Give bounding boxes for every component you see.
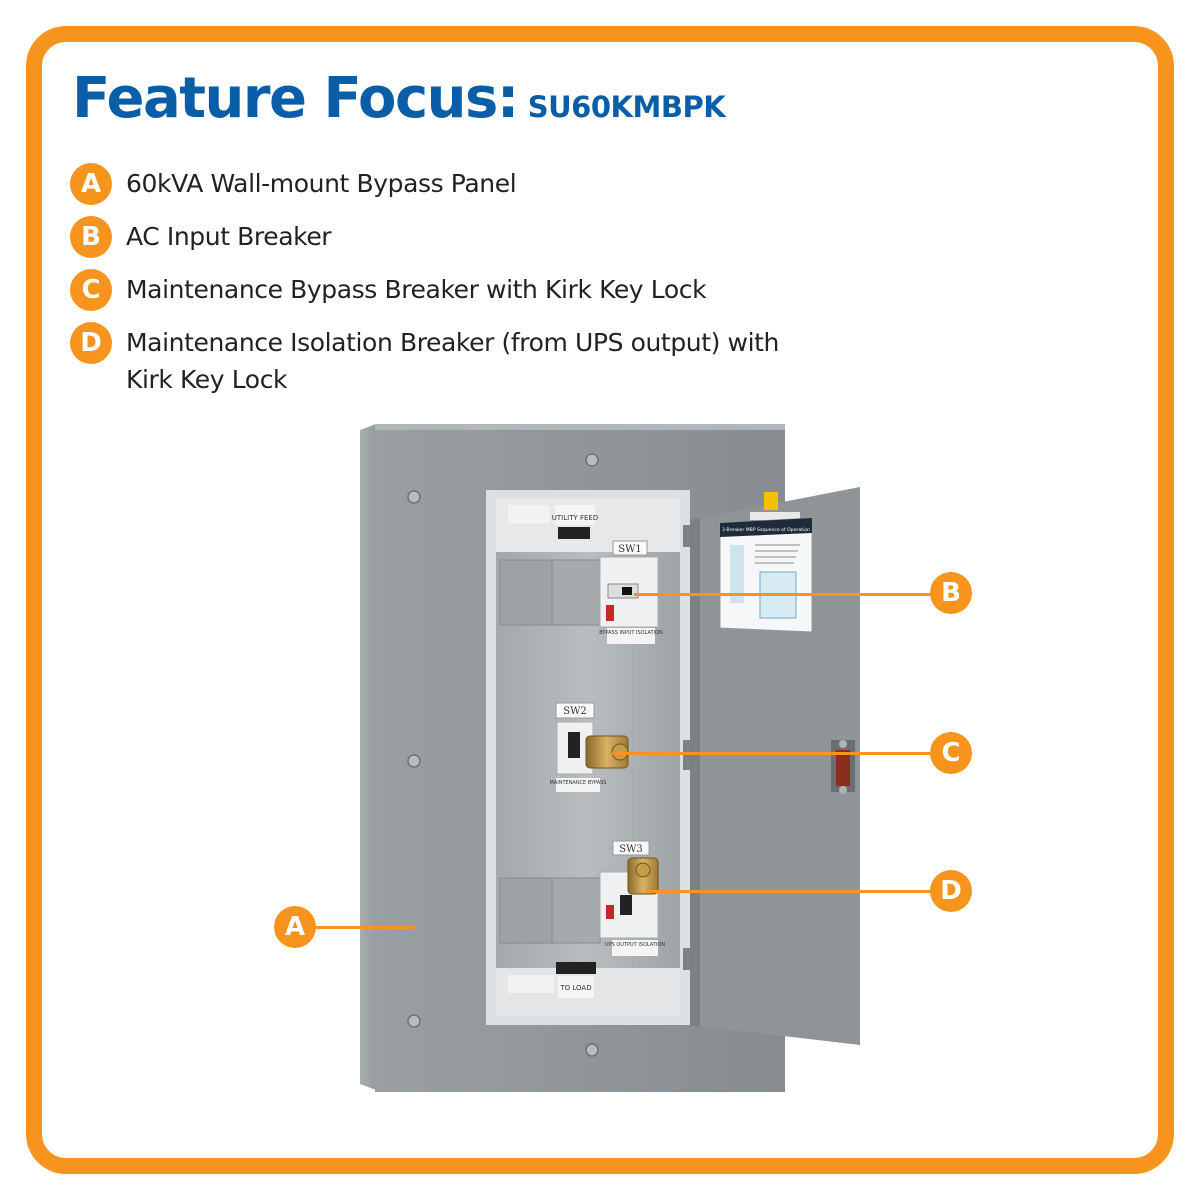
feature-text-a: 60kVA Wall-mount Bypass Panel: [126, 169, 517, 198]
feature-item-b: B AC Input Breaker: [70, 216, 830, 258]
sw3-label: SW3: [619, 844, 643, 855]
utility-feed-label: UTILITY FEED: [552, 514, 598, 522]
feature-badge-c: C: [70, 269, 112, 311]
callout-a: A: [274, 906, 316, 948]
screw-icon: [585, 1043, 599, 1057]
feature-badge-d: D: [70, 322, 112, 364]
maintenance-bypass-label: MAINTENANCE BYPASS: [550, 780, 607, 786]
leader-line-c: [612, 752, 934, 755]
leader-line-d: [645, 890, 935, 893]
door-sheet-title: 3-Breaker MBP Sequence of Operation: [722, 527, 810, 533]
callout-c: C: [930, 732, 972, 774]
screw-icon: [407, 1014, 421, 1028]
ups-output-isolation-label: UPS OUTPUT ISOLATION: [605, 942, 665, 948]
feature-item-d: D Maintenance Isolation Breaker (from UP…: [70, 322, 830, 398]
feature-text-d: Maintenance Isolation Breaker (from UPS …: [126, 328, 779, 394]
feature-item-c: C Maintenance Bypass Breaker with Kirk K…: [70, 269, 830, 311]
title-model: SU60KMBPK: [527, 90, 726, 124]
callout-d: D: [930, 870, 972, 912]
leader-line-a: [310, 926, 414, 929]
feature-text-c: Maintenance Bypass Breaker with Kirk Key…: [126, 275, 707, 304]
feature-badge-b: B: [70, 216, 112, 258]
sw1-label: SW1: [618, 544, 642, 555]
feature-text-b: AC Input Breaker: [126, 222, 332, 251]
sw2-label: SW2: [563, 706, 587, 717]
feature-badge-a: A: [70, 163, 112, 205]
cabinet-side: [360, 424, 376, 1090]
screw-icon: [407, 754, 421, 768]
bypass-input-isolation-label: BYPASS INPUT ISOLATION: [599, 630, 663, 636]
title-main: Feature Focus:: [72, 66, 519, 131]
screw-icon: [407, 490, 421, 504]
feature-item-a: A 60kVA Wall-mount Bypass Panel: [70, 163, 830, 205]
leader-line-b: [634, 593, 934, 596]
screw-icon: [585, 453, 599, 467]
callout-b: B: [930, 572, 972, 614]
feature-list: A 60kVA Wall-mount Bypass Panel B AC Inp…: [70, 163, 830, 409]
page-title: Feature Focus:SU60KMBPK: [72, 66, 726, 131]
to-load-label: TO LOAD: [559, 984, 591, 992]
